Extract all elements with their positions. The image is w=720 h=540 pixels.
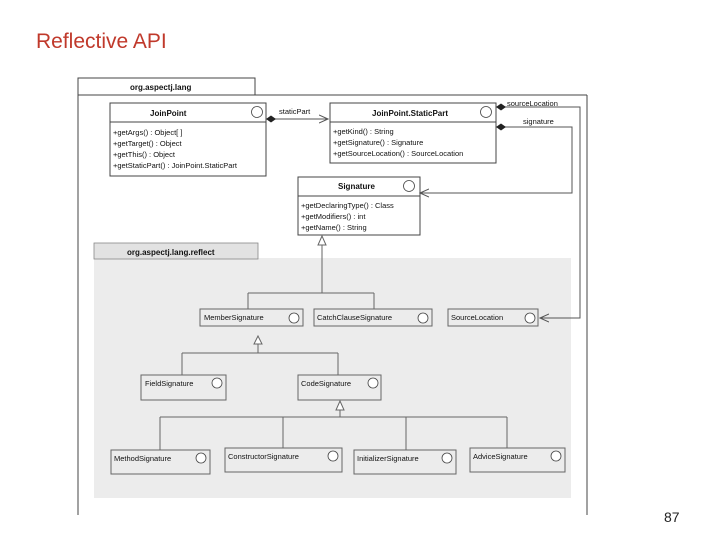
class-source-location: SourceLocation [447,308,539,327]
class-join-point-name: JoinPoint [150,109,187,118]
association-label: sourceLocation [507,99,558,108]
method-text: +getDeclaringType() : Class [301,201,394,210]
class-name: MethodSignature [114,454,171,463]
association-label: signature [523,117,554,126]
inheritance-triangle [253,334,263,345]
association-static-part: staticPart [266,107,328,123]
association-source-location: sourceLocation [496,99,581,318]
interface-icon [327,450,339,462]
inheritance-triangle [335,399,345,411]
package-lang: org.aspectj.lang [77,77,588,515]
slide-title: Reflective API [36,30,167,53]
interface-icon [211,377,223,389]
interface-icon [288,312,300,324]
package-reflect-label: org.aspectj.lang.reflect [127,248,215,257]
class-signature-name: Signature [338,182,375,191]
method-text: +getThis() : Object [113,150,176,159]
class-static-part-name: JoinPoint.StaticPart [372,109,448,118]
method-text: +getArgs() : Object[ ] [113,128,182,137]
class-name: InitializerSignature [357,454,419,463]
class-catch-clause-signature: CatchClauseSignature [313,308,433,327]
class-member-signature: MemberSignature [199,308,304,327]
composition-diamond [496,103,506,111]
class-method-signature: MethodSignature [110,449,211,475]
class-name: CodeSignature [301,379,351,388]
interface-icon [417,312,429,324]
composition-diamond [266,115,276,123]
method-text: +getStaticPart() : JoinPoint.StaticPart [113,161,238,170]
method-text: +getName() : String [301,223,367,232]
method-text: +getModifiers() : int [301,212,366,221]
class-name: CatchClauseSignature [317,313,392,322]
method-text: +getSourceLocation() : SourceLocation [333,149,463,158]
class-name: ConstructorSignature [228,452,299,461]
interface-icon [441,452,453,464]
page-number: 87 [664,509,680,525]
method-text: +getKind() : String [333,127,394,136]
generalization-signature [247,234,375,309]
class-code-signature: CodeSignature [297,374,382,401]
class-signature: Signature +getDeclaringType() : Class +g… [297,176,421,236]
class-name: SourceLocation [451,313,503,322]
composition-diamond [496,123,506,131]
interface-icon [524,312,536,324]
class-name: MemberSignature [204,313,264,322]
interface-icon [480,106,492,118]
generalization-code-signature [159,399,508,450]
class-initializer-signature: InitializerSignature [353,449,457,475]
package-reflect-tab [93,242,259,260]
interface-icon [403,180,415,192]
class-join-point: JoinPoint +getArgs() : Object[ ] +getTar… [109,102,267,177]
inheritance-triangle [317,234,327,246]
class-field-signature: FieldSignature [140,374,227,401]
interface-icon [195,452,207,464]
package-lang-label: org.aspectj.lang [130,83,191,92]
association-label: staticPart [279,107,311,116]
association-signature: signature [420,117,573,193]
class-name: FieldSignature [145,379,193,388]
interface-icon [367,377,379,389]
class-constructor-signature: ConstructorSignature [224,447,343,473]
method-text: +getSignature() : Signature [333,138,423,147]
method-text: +getTarget() : Object [113,139,182,148]
package-lang-tab [77,77,256,96]
interface-icon [251,106,263,118]
generalization-member-signature [181,334,339,375]
class-advice-signature: AdviceSignature [469,447,566,473]
class-static-part: JoinPoint.StaticPart +getKind() : String… [329,102,497,164]
class-name: AdviceSignature [473,452,528,461]
interface-icon [550,450,562,462]
